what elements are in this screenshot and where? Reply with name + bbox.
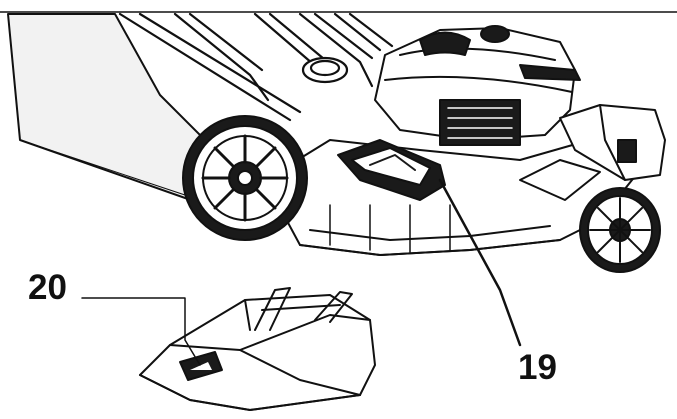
front-wheel: [579, 187, 661, 273]
mulching-plug-detached: [139, 287, 376, 411]
engine: [374, 25, 581, 146]
callout-number-19: 19: [518, 348, 557, 387]
handle: [118, 12, 394, 122]
callout-number-20: 20: [28, 268, 67, 307]
leader-line-20: [81, 297, 201, 366]
rear-wheel: [182, 115, 308, 241]
mulching-plug-installed: [337, 139, 446, 201]
leader-line-19: [438, 178, 522, 347]
side-discharge-chute: [519, 104, 666, 201]
